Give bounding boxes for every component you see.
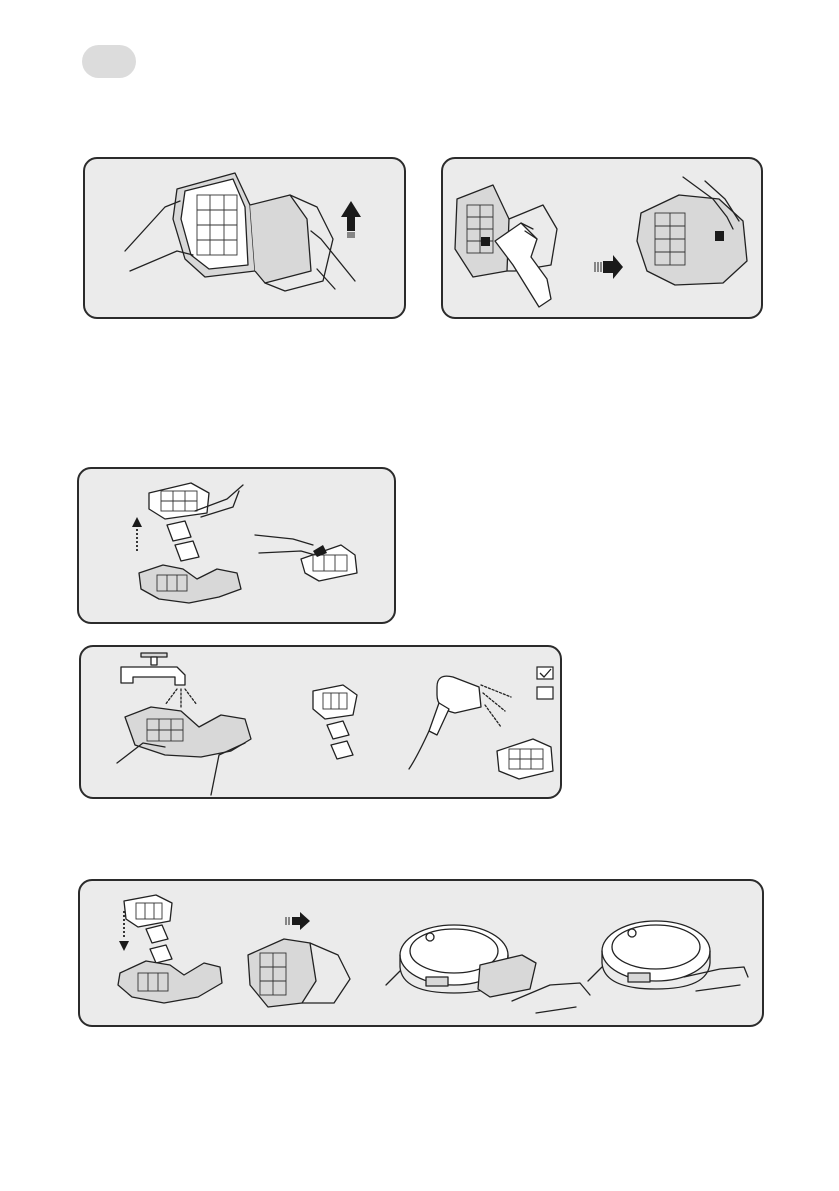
filter-stack-icon	[313, 685, 357, 759]
step-remove-dustbin-panel	[83, 157, 406, 319]
arrow-up-icon	[341, 201, 361, 237]
dotted-arrow-up-icon	[132, 517, 142, 553]
step-take-out-filters-panel	[77, 467, 396, 624]
step-reassemble-panel	[78, 879, 764, 1027]
dustbin-icon	[248, 939, 350, 1007]
faucet-icon	[121, 653, 197, 707]
wash-dry-illustration	[81, 647, 562, 799]
dustbin-lift-illustration	[85, 159, 406, 319]
dustbin-tray-icon	[118, 961, 222, 1003]
dustbin-icon	[455, 185, 557, 277]
arrow-right-icon	[595, 255, 623, 279]
step-wash-and-dry-panel	[79, 645, 562, 799]
dustbin-tray-icon	[139, 565, 241, 603]
filter-sheet-icon	[175, 541, 199, 561]
filter-frame-icon	[497, 739, 553, 779]
hair-dryer-icon	[409, 676, 511, 769]
robot-vacuum-icon	[588, 921, 710, 989]
section-marker-badge	[82, 45, 136, 78]
filter-removal-illustration	[79, 469, 396, 624]
step-open-filter-latch-panel	[441, 157, 763, 319]
checkbox-empty-icon	[537, 687, 553, 699]
hand-pull-filter-icon	[255, 535, 357, 581]
checkbox-checked-icon	[537, 667, 553, 679]
filter-latch-illustration	[443, 159, 763, 319]
arrow-right-icon	[286, 912, 310, 930]
filter-sheet-icon	[167, 521, 191, 541]
reassemble-illustration	[80, 881, 764, 1027]
dustbin-icon	[173, 173, 333, 291]
filter-stack-icon	[124, 895, 172, 963]
filter-frame-icon	[149, 483, 209, 519]
